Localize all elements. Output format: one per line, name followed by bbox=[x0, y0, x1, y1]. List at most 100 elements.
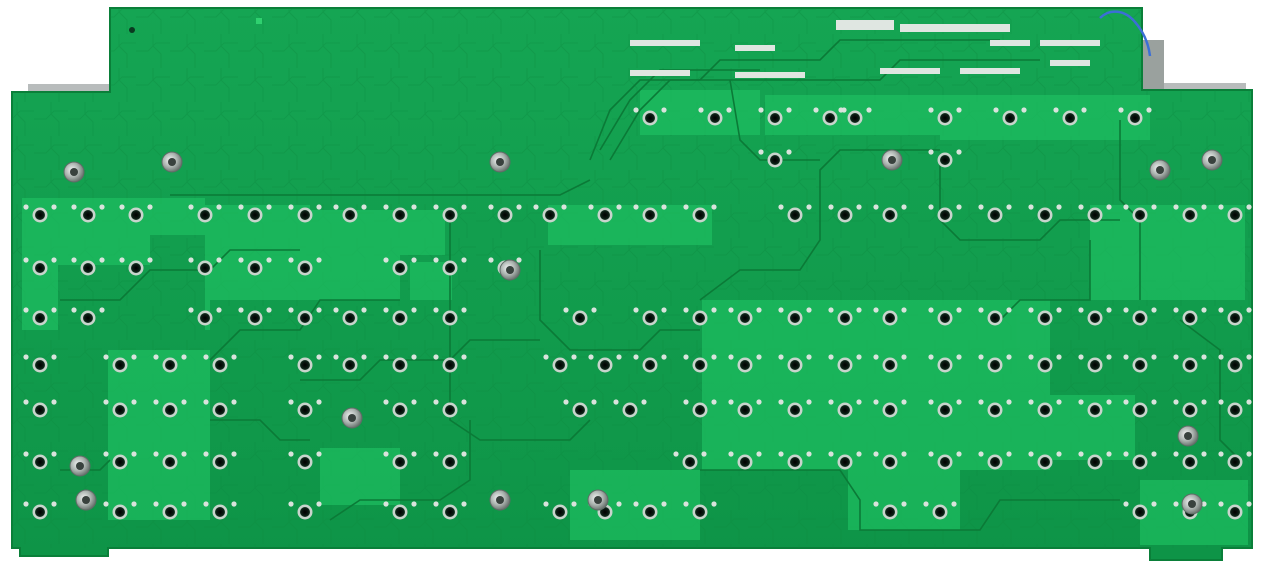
solder-pad bbox=[103, 399, 109, 405]
solder-pad bbox=[728, 307, 734, 313]
switch-hole bbox=[770, 155, 780, 165]
solder-pad bbox=[698, 107, 704, 113]
switch-hole bbox=[35, 263, 45, 273]
solder-pad bbox=[181, 354, 187, 360]
solder-pad bbox=[23, 354, 29, 360]
solder-pad bbox=[1218, 307, 1224, 313]
solder-pad bbox=[1246, 399, 1252, 405]
solder-pad bbox=[103, 354, 109, 360]
switch-hole bbox=[1090, 360, 1100, 370]
solder-pad bbox=[778, 354, 784, 360]
solder-pad bbox=[856, 451, 862, 457]
solder-pad bbox=[1246, 501, 1252, 507]
solder-pad bbox=[633, 107, 639, 113]
switch-hole bbox=[445, 263, 455, 273]
switch-hole bbox=[115, 507, 125, 517]
solder-pad bbox=[266, 257, 272, 263]
solder-pad bbox=[119, 204, 125, 210]
screw-center bbox=[70, 168, 78, 176]
screw-center bbox=[496, 158, 504, 166]
smd-component-rows bbox=[630, 20, 1100, 78]
solder-pad bbox=[181, 399, 187, 405]
solder-pad bbox=[673, 451, 679, 457]
switch-hole bbox=[1040, 210, 1050, 220]
solder-pad bbox=[203, 354, 209, 360]
solder-pad bbox=[588, 204, 594, 210]
solder-pad bbox=[51, 257, 57, 263]
switch-hole bbox=[35, 313, 45, 323]
solder-pad bbox=[711, 354, 717, 360]
solder-pad bbox=[71, 307, 77, 313]
switch-hole bbox=[885, 405, 895, 415]
switch-hole bbox=[395, 457, 405, 467]
solder-pad bbox=[231, 451, 237, 457]
solder-pad bbox=[873, 354, 879, 360]
switch-hole bbox=[1185, 313, 1195, 323]
solder-pad bbox=[23, 257, 29, 263]
switch-hole bbox=[1040, 313, 1050, 323]
solder-pad bbox=[978, 451, 984, 457]
solder-pad bbox=[131, 354, 137, 360]
solder-pad bbox=[1106, 307, 1112, 313]
solder-pad bbox=[203, 501, 209, 507]
solder-pad bbox=[873, 307, 879, 313]
switch-hole bbox=[1090, 210, 1100, 220]
solder-pad bbox=[1173, 307, 1179, 313]
solder-pad bbox=[856, 204, 862, 210]
screw-center bbox=[496, 496, 504, 504]
solder-pad bbox=[1173, 501, 1179, 507]
solder-pad bbox=[661, 354, 667, 360]
solder-pad bbox=[1123, 399, 1129, 405]
solder-pad bbox=[873, 451, 879, 457]
solder-pad bbox=[1151, 354, 1157, 360]
solder-pad bbox=[828, 354, 834, 360]
solder-pad bbox=[383, 257, 389, 263]
solder-pad bbox=[543, 501, 549, 507]
solder-pad bbox=[1201, 354, 1207, 360]
solder-pad bbox=[433, 354, 439, 360]
solder-pad bbox=[119, 257, 125, 263]
solder-pad bbox=[383, 451, 389, 457]
switch-hole bbox=[1185, 457, 1195, 467]
solder-pad bbox=[383, 501, 389, 507]
switch-hole bbox=[600, 210, 610, 220]
solder-pad bbox=[806, 307, 812, 313]
top-square-mark bbox=[256, 18, 262, 24]
solder-pad bbox=[928, 149, 934, 155]
solder-pad bbox=[23, 307, 29, 313]
switch-hole bbox=[395, 360, 405, 370]
solder-pad bbox=[1218, 451, 1224, 457]
solder-pad bbox=[901, 204, 907, 210]
solder-pad bbox=[928, 399, 934, 405]
solder-pad bbox=[1006, 307, 1012, 313]
solder-pad bbox=[588, 354, 594, 360]
solder-pad bbox=[956, 107, 962, 113]
solder-pad bbox=[1151, 451, 1157, 457]
solder-pad bbox=[1006, 451, 1012, 457]
switch-hole bbox=[840, 313, 850, 323]
switch-hole bbox=[940, 113, 950, 123]
solder-pad bbox=[901, 399, 907, 405]
solder-pad bbox=[1053, 107, 1059, 113]
solder-pad bbox=[1056, 451, 1062, 457]
solder-pad bbox=[786, 107, 792, 113]
solder-pad bbox=[411, 501, 417, 507]
switch-hole bbox=[695, 210, 705, 220]
solder-pad bbox=[756, 451, 762, 457]
solder-pad bbox=[131, 451, 137, 457]
solder-pad bbox=[361, 204, 367, 210]
switch-hole bbox=[990, 405, 1000, 415]
solder-pad bbox=[316, 451, 322, 457]
switch-hole bbox=[1185, 360, 1195, 370]
switch-hole bbox=[790, 405, 800, 415]
solder-pad bbox=[928, 354, 934, 360]
switch-hole bbox=[395, 263, 405, 273]
solder-pad bbox=[411, 204, 417, 210]
switch-hole bbox=[500, 210, 510, 220]
solder-pad bbox=[216, 307, 222, 313]
switch-hole bbox=[35, 507, 45, 517]
solder-pad bbox=[231, 501, 237, 507]
solder-pad bbox=[543, 354, 549, 360]
solder-pad bbox=[928, 451, 934, 457]
solder-pad bbox=[613, 399, 619, 405]
